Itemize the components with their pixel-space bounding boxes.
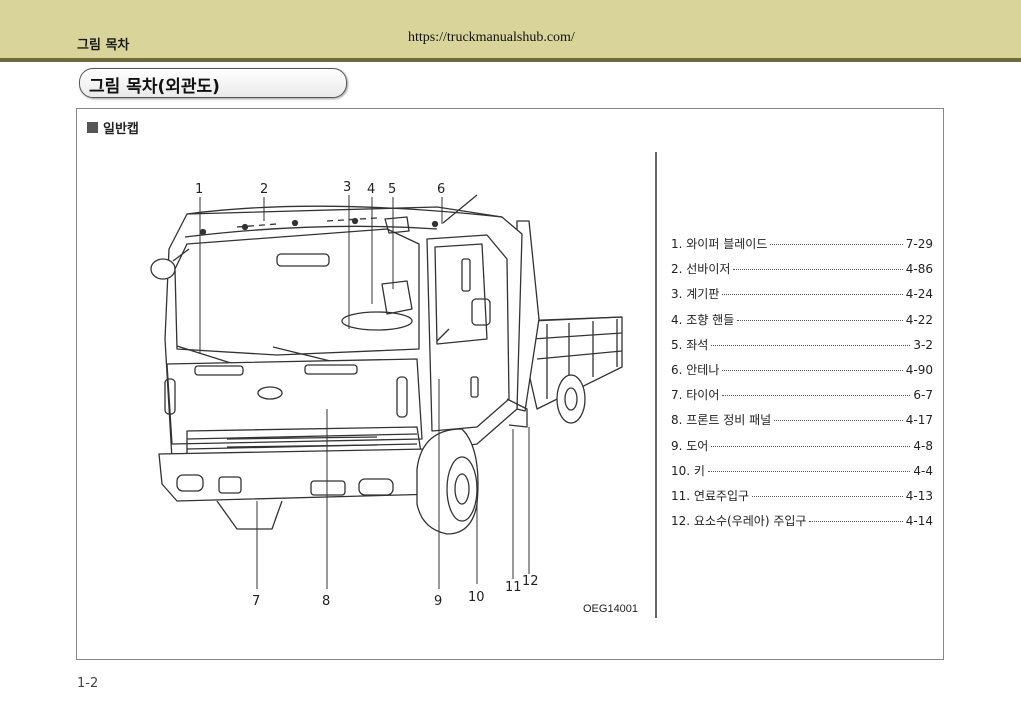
dot-leader	[711, 445, 911, 447]
callout-6: 6	[437, 182, 445, 197]
callout-8: 8	[322, 594, 330, 609]
index-page: 4-90	[905, 362, 933, 377]
square-bullet-icon	[87, 122, 98, 133]
divider	[655, 152, 657, 618]
list-item: 5. 좌석 3-2	[671, 336, 933, 361]
sub-heading: 일반캡	[87, 118, 139, 137]
index-page: 4-22	[905, 312, 933, 327]
callout-12: 12	[522, 574, 539, 589]
index-page: 4-13	[905, 488, 933, 503]
sub-heading-text: 일반캡	[103, 122, 139, 137]
index-page: 4-8	[913, 438, 933, 453]
component-index-list: 1. 와이퍼 블레이드 7-29 2. 선바이저 4-86 3. 계기판 4-24 4…	[671, 235, 933, 537]
list-item: 9. 도어 4-8	[671, 437, 933, 462]
index-label: 8. 프론트 정비 패널	[671, 413, 772, 428]
callout-10: 10	[468, 590, 485, 605]
list-item: 12. 요소수(우레아) 주입구 4-14	[671, 512, 933, 537]
header-url[interactable]: https://truckmanualshub.com/	[408, 30, 575, 45]
dot-leader	[722, 395, 911, 397]
callout-9: 9	[434, 594, 442, 609]
page-number: 1-2	[77, 676, 99, 691]
list-item: 6. 안테나 4-90	[671, 361, 933, 386]
dot-leader	[752, 495, 903, 497]
index-label: 3. 계기판	[671, 287, 720, 302]
index-page: 7-29	[905, 237, 933, 251]
page-title-pill: 그림 목차(외관도)	[79, 68, 347, 98]
index-label: 9. 도어	[671, 438, 709, 453]
dot-leader	[774, 420, 903, 422]
list-item: 11. 연료주입구 4-13	[671, 487, 933, 512]
callout-11: 11	[505, 580, 522, 595]
index-label: 4. 조향 핸들	[671, 312, 735, 327]
dot-leader	[733, 269, 903, 271]
index-label: 12. 요소수(우레아) 주입구	[671, 514, 807, 529]
header-rule	[0, 58, 1021, 62]
callout-1: 1	[195, 182, 203, 197]
header-section-title: 그림 목차	[77, 38, 130, 53]
list-item: 8. 프론트 정비 패널 4-17	[671, 411, 933, 436]
index-label: 1. 와이퍼 블레이드	[671, 237, 768, 251]
figure-code: OEG14001	[583, 603, 639, 615]
index-label: 7. 타이어	[671, 388, 720, 403]
dot-leader	[707, 470, 911, 472]
dot-leader	[711, 344, 911, 346]
callout-2: 2	[260, 182, 268, 197]
list-item: 10. 키 4-4	[671, 462, 933, 487]
callout-7: 7	[252, 594, 260, 609]
index-label: 6. 안테나	[671, 362, 720, 377]
page-header: 그림 목차 https://truckmanualshub.com/	[0, 0, 1021, 58]
index-page: 4-24	[905, 287, 933, 302]
list-item: 1. 와이퍼 블레이드 7-29	[671, 235, 933, 260]
index-page: 3-2	[913, 337, 933, 352]
index-page: 4-14	[905, 514, 933, 529]
index-page: 4-86	[905, 262, 933, 277]
page-title: 그림 목차(외관도)	[89, 77, 220, 97]
list-item: 2. 선바이저 4-86	[671, 260, 933, 285]
list-item: 7. 타이어 6-7	[671, 386, 933, 411]
dot-leader	[809, 521, 903, 523]
truck-illustration: 1 2 3 4 5 6 7 8 9 10 11 12	[150, 180, 623, 609]
list-item: 4. 조향 핸들 4-22	[671, 311, 933, 336]
index-label: 10. 키	[671, 463, 705, 478]
index-page: 4-4	[913, 463, 933, 478]
callout-5: 5	[388, 182, 396, 197]
index-page: 4-17	[905, 413, 933, 428]
callout-3: 3	[343, 180, 351, 195]
dot-leader	[770, 244, 903, 245]
dot-leader	[722, 369, 903, 371]
index-page: 6-7	[913, 388, 933, 403]
content-box: 일반캡	[76, 108, 944, 660]
dot-leader	[737, 319, 903, 321]
index-label: 2. 선바이저	[671, 262, 731, 277]
callout-4: 4	[367, 182, 375, 197]
list-item: 3. 계기판 4-24	[671, 285, 933, 310]
dot-leader	[722, 294, 903, 296]
index-label: 11. 연료주입구	[671, 488, 750, 503]
index-label: 5. 좌석	[671, 337, 709, 352]
